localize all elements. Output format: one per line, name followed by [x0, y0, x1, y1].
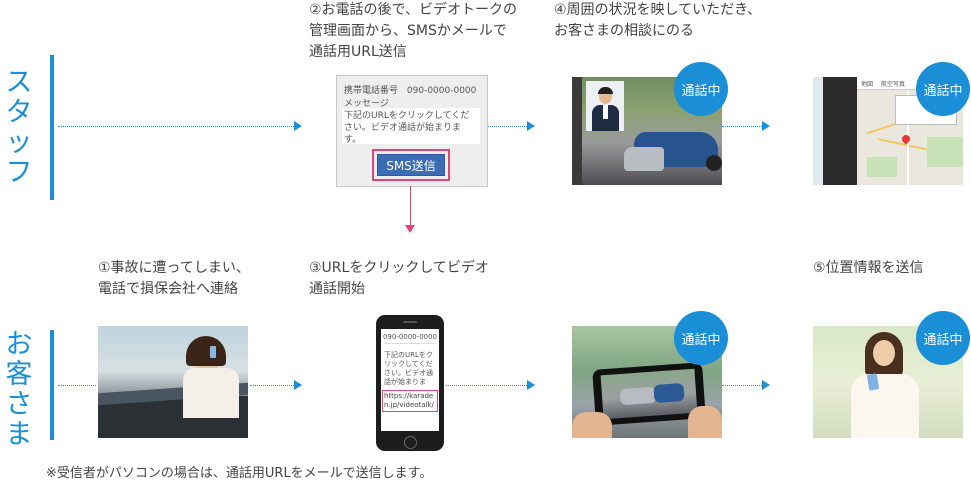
sms-sender-number: 090-0000-0000 — [382, 333, 438, 341]
staff-flow-line-2 — [487, 126, 527, 127]
sms-to-phone-arrowhead — [405, 225, 415, 233]
staff-person-thumbnail — [586, 81, 624, 131]
customer-lane-label: お客さま — [5, 329, 33, 450]
customer-accident-call-photo — [98, 326, 248, 438]
staff-arrow-2 — [527, 121, 535, 131]
phone-number-label: 携帯電話番号 — [344, 86, 399, 96]
staff-location-badge: 通話中 — [916, 62, 970, 116]
phone-number-value: 090-0000-0000 — [406, 86, 477, 96]
staff-arrow-3 — [762, 121, 770, 131]
map-tab[interactable]: 地図 — [861, 81, 874, 88]
customer-location-badge: 通話中 — [916, 311, 970, 365]
sms-to-phone-connector — [410, 186, 411, 226]
step4-caption: ④周囲の状況を映していただき、 お客さまの相談にのる — [554, 2, 762, 39]
sms-message-text: 下記のURLをクリックしてください。ビデオ通話が始まります。 — [384, 351, 433, 386]
footnote: ※受信者がパソコンの場合は、通話用URLをメールで送信します。 — [46, 466, 433, 481]
home-button — [404, 436, 417, 449]
customer-flow-line-1 — [58, 385, 96, 386]
customer-flow-line-4 — [722, 385, 762, 386]
step2-caption: ②お電話の後で、ビデオトークの 管理画面から、SMSかメールで 通話用URL送信 — [309, 2, 517, 60]
staff-flow-line-1 — [58, 126, 294, 127]
satellite-tab[interactable]: 航空写真 — [881, 81, 906, 88]
customer-flow-line-2 — [250, 385, 294, 386]
step3-caption: ③URLをクリックしてビデオ 通話開始 — [309, 260, 489, 297]
smartphone-screen: 090-0000-0000 下記のURLをクリックしてください。ビデオ通話が始ま… — [381, 329, 439, 431]
staff-flow-line-3 — [722, 126, 762, 127]
customer-smartphone: 090-0000-0000 下記のURLをクリックしてください。ビデオ通話が始ま… — [376, 315, 444, 451]
customer-flow-line-3 — [446, 385, 527, 386]
customer-calling-badge: 通話中 — [674, 311, 728, 365]
staff-lane-bar — [50, 55, 54, 200]
sms-video-link[interactable]: https://karaden.jp/videotalk/ — [382, 390, 438, 412]
staff-lane-label: スタッフ — [5, 67, 33, 188]
sms-send-button[interactable]: SMS送信 — [372, 149, 450, 181]
customer-arrow-3 — [762, 380, 770, 390]
step1-caption: ①事故に遭ってしまい、 電話で損保会社へ連絡 — [98, 260, 250, 297]
sms-panel: 携帯電話番号 090-0000-0000 メッセージ 下記のURLをクリックして… — [336, 75, 488, 187]
customer-arrow-2 — [527, 380, 535, 390]
staff-arrow-1 — [294, 121, 302, 131]
message-label: メッセージ — [344, 99, 389, 109]
smartphone-icon — [210, 346, 216, 358]
message-body: 下記のURLをクリックしてください。ビデオ通話が始まります。 — [342, 108, 480, 144]
customer-lane-bar — [50, 330, 54, 440]
customer-arrow-1 — [294, 380, 302, 390]
staff-calling-badge: 通話中 — [674, 62, 728, 116]
staff-video-call-screen — [572, 77, 722, 185]
customer-location-photo — [813, 326, 963, 438]
step5-caption: ⑤位置情報を送信 — [813, 260, 924, 276]
